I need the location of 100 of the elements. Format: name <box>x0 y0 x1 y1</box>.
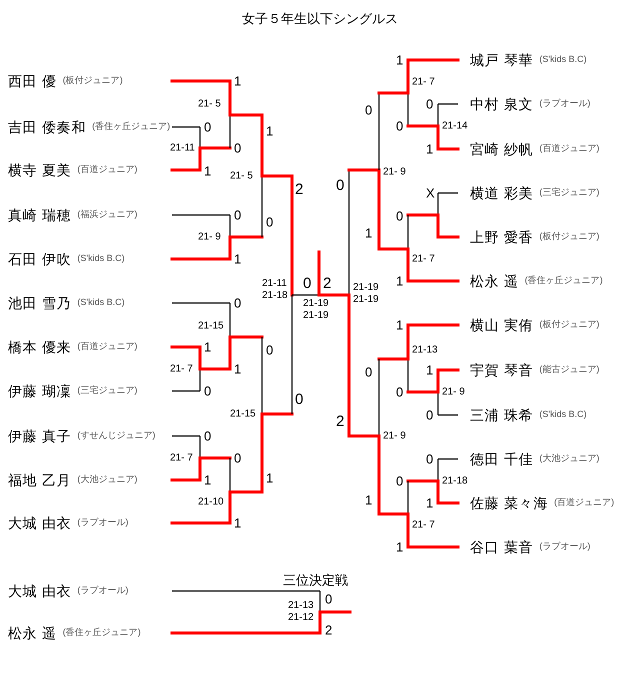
club-name: (板付ジュニア) <box>539 318 600 332</box>
game-score: 21-11 <box>170 142 195 156</box>
player-name: 宇賀 琴音 <box>470 360 534 380</box>
game-score: 21- 9 <box>383 166 406 180</box>
game-score: 21- 5 <box>230 170 253 184</box>
game-score: 21-13 <box>412 344 438 358</box>
match-score: 0 <box>426 406 434 424</box>
club-name: (ラブオール) <box>539 97 590 110</box>
match-score: 1 <box>396 272 404 290</box>
match-score: 0 <box>325 590 332 608</box>
player-name: 吉田 倭奏和 <box>8 118 86 136</box>
game-score: 21- 7 <box>412 76 435 90</box>
match-score: 0 <box>234 206 242 224</box>
match-score: 1 <box>266 122 274 140</box>
game-score: 21- 7 <box>412 252 435 266</box>
player-name: 石田 伊吹 <box>8 250 72 268</box>
match-score: 0 <box>303 274 312 294</box>
game-score: 21- 9 <box>383 430 406 444</box>
club-name: (百道ジュニア) <box>539 142 600 156</box>
match-score: 2 <box>295 180 304 200</box>
match-score: 0 <box>396 472 404 490</box>
club-name: (S'kids B.C) <box>77 296 125 310</box>
player-name: 佐藤 菜々海 <box>470 494 548 512</box>
match-score: 1 <box>426 140 434 158</box>
player-name: 城戸 琴華 <box>470 50 534 70</box>
player-name: 大城 由衣 <box>8 582 72 600</box>
match-score: 1 <box>234 250 242 268</box>
game-score: 21-19 21-19 <box>303 298 330 322</box>
player-name: 徳田 千佳 <box>470 450 534 468</box>
game-score: 21-15 <box>198 320 224 334</box>
match-score: 0 <box>396 207 404 226</box>
match-score: 2 <box>325 621 332 640</box>
match-score: 0 <box>204 427 212 446</box>
match-score: 1 <box>396 538 404 556</box>
match-score: 1 <box>426 361 434 380</box>
game-score: 21-14 <box>442 120 468 134</box>
game-score: 21-19 21-19 <box>353 282 380 306</box>
player-name: 大城 由衣 <box>8 514 72 532</box>
match-score: 1 <box>396 51 404 70</box>
club-name: (板付ジュニア) <box>62 74 123 88</box>
game-score: 21-10 <box>198 496 224 510</box>
club-name: (百道ジュニア) <box>77 340 138 354</box>
game-score: 21- 9 <box>198 230 221 244</box>
match-score: 1 <box>204 471 212 490</box>
game-score: 21- 7 <box>170 452 193 466</box>
game-score: 21- 7 <box>412 518 435 532</box>
match-score: 1 <box>266 469 274 488</box>
club-name: (大池ジュニア) <box>539 452 600 466</box>
club-name: (S'kids B.C) <box>539 53 587 66</box>
match-score: 0 <box>234 139 242 158</box>
match-score: 0 <box>204 382 212 400</box>
match-score: 1 <box>365 224 372 242</box>
match-score: 0 <box>234 294 242 312</box>
game-score: 21-15 <box>230 408 256 422</box>
match-score: 1 <box>234 72 242 90</box>
match-score: 0 <box>365 101 372 120</box>
player-name: 松永 遥 <box>8 624 57 642</box>
match-score: 1 <box>396 316 404 334</box>
game-score: 21- 7 <box>170 362 193 376</box>
match-score: 0 <box>426 95 434 114</box>
club-name: (能古ジュニア) <box>539 363 600 376</box>
player-name: 西田 優 <box>8 72 57 90</box>
player-name: 中村 泉文 <box>470 94 534 114</box>
player-name: 横道 彩美 <box>470 184 534 202</box>
match-score: 0 <box>396 117 404 136</box>
club-name: (板付ジュニア) <box>539 230 600 244</box>
player-name: 池田 雪乃 <box>8 294 72 312</box>
match-score: 1 <box>234 514 242 532</box>
match-score: 2 <box>336 412 344 432</box>
player-name: 三浦 珠希 <box>470 406 534 424</box>
match-score: 0 <box>426 450 434 468</box>
club-name: (三宅ジュニア) <box>77 384 138 398</box>
player-name: 福地 乙月 <box>8 470 72 490</box>
club-name: (S'kids B.C) <box>539 408 587 422</box>
game-score: 21-18 <box>442 474 468 488</box>
player-name: 上野 愛香 <box>470 228 534 246</box>
game-score: 21- 5 <box>198 98 221 112</box>
player-name: 伊藤 瑚凜 <box>8 382 72 400</box>
player-name: 橋本 優来 <box>8 338 72 356</box>
club-name: (香住ヶ丘ジュニア) <box>524 274 603 288</box>
player-name: 松永 遥 <box>470 272 519 290</box>
match-score: 1 <box>365 491 372 510</box>
player-name: 横山 実侑 <box>470 316 534 334</box>
match-score: 0 <box>365 363 372 382</box>
match-score: 0 <box>396 383 404 402</box>
match-score: 2 <box>323 274 332 294</box>
player-name: 横寺 夏美 <box>8 160 72 180</box>
match-score: X <box>426 184 435 202</box>
club-name: (大池ジュニア) <box>77 473 138 486</box>
match-score: 1 <box>204 162 212 180</box>
match-score: 0 <box>295 390 304 410</box>
club-name: (S'kids B.C) <box>77 252 125 266</box>
player-name: 真崎 瑞穂 <box>8 206 72 224</box>
title: 女子５年生以下シングルス <box>242 10 398 28</box>
club-name: (百道ジュニア) <box>77 163 138 176</box>
match-score: 1 <box>426 494 434 512</box>
player-name: 宮崎 紗帆 <box>470 140 534 158</box>
match-score: 0 <box>266 341 274 360</box>
match-score: 0 <box>266 213 274 232</box>
match-score: 1 <box>234 360 242 378</box>
